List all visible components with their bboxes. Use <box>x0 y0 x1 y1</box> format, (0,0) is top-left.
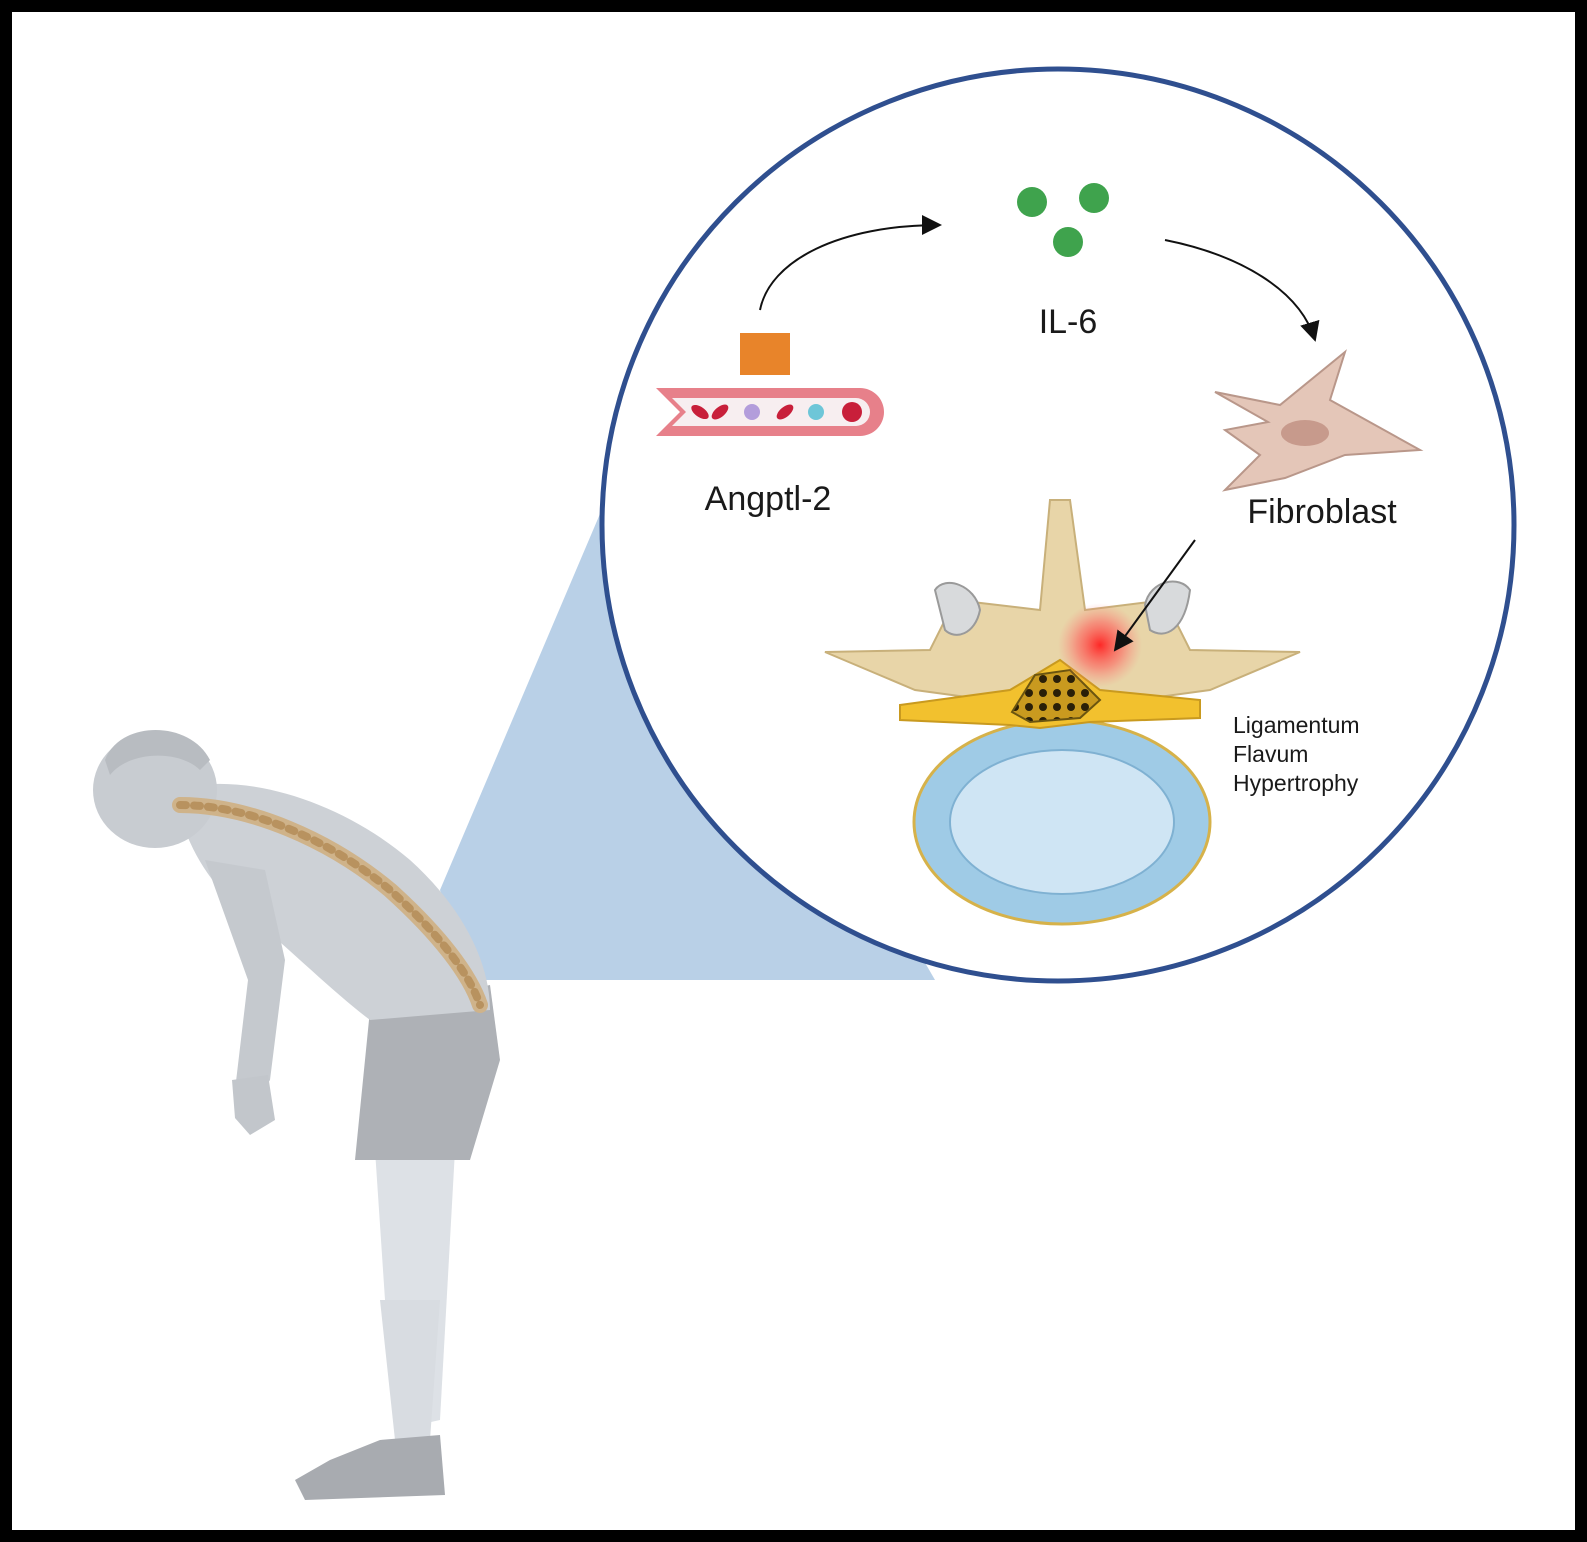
vertebra-icon <box>824 499 1301 926</box>
arm <box>205 860 285 1110</box>
spine-icon <box>172 797 488 1013</box>
torso <box>175 783 490 1020</box>
label-il6: IL-6 <box>1039 303 1098 341</box>
label-ligamentum-line1: Ligamentum <box>1233 712 1360 738</box>
il6-particles <box>1017 183 1109 257</box>
blood-vessel-icon <box>656 388 884 436</box>
label-angptl2: Angptl-2 <box>705 480 832 518</box>
fibroblast-cell-icon <box>1214 349 1424 492</box>
label-ligamentum-line2: Flavum <box>1233 741 1308 767</box>
shoe-icon <box>295 1435 445 1500</box>
inflammation-spot <box>1058 603 1142 687</box>
label-ligamentum-line3: Hypertrophy <box>1233 770 1359 796</box>
arrow-fibroblast-to-ligament <box>1113 539 1196 652</box>
angptl2-square <box>740 333 790 375</box>
label-fibroblast: Fibroblast <box>1247 493 1397 531</box>
arrow-il6-to-fibroblast <box>1164 239 1320 342</box>
arrow-angptl2-to-il6 <box>759 215 942 311</box>
shorts <box>355 985 500 1160</box>
bent-over-person-icon <box>93 730 500 1500</box>
